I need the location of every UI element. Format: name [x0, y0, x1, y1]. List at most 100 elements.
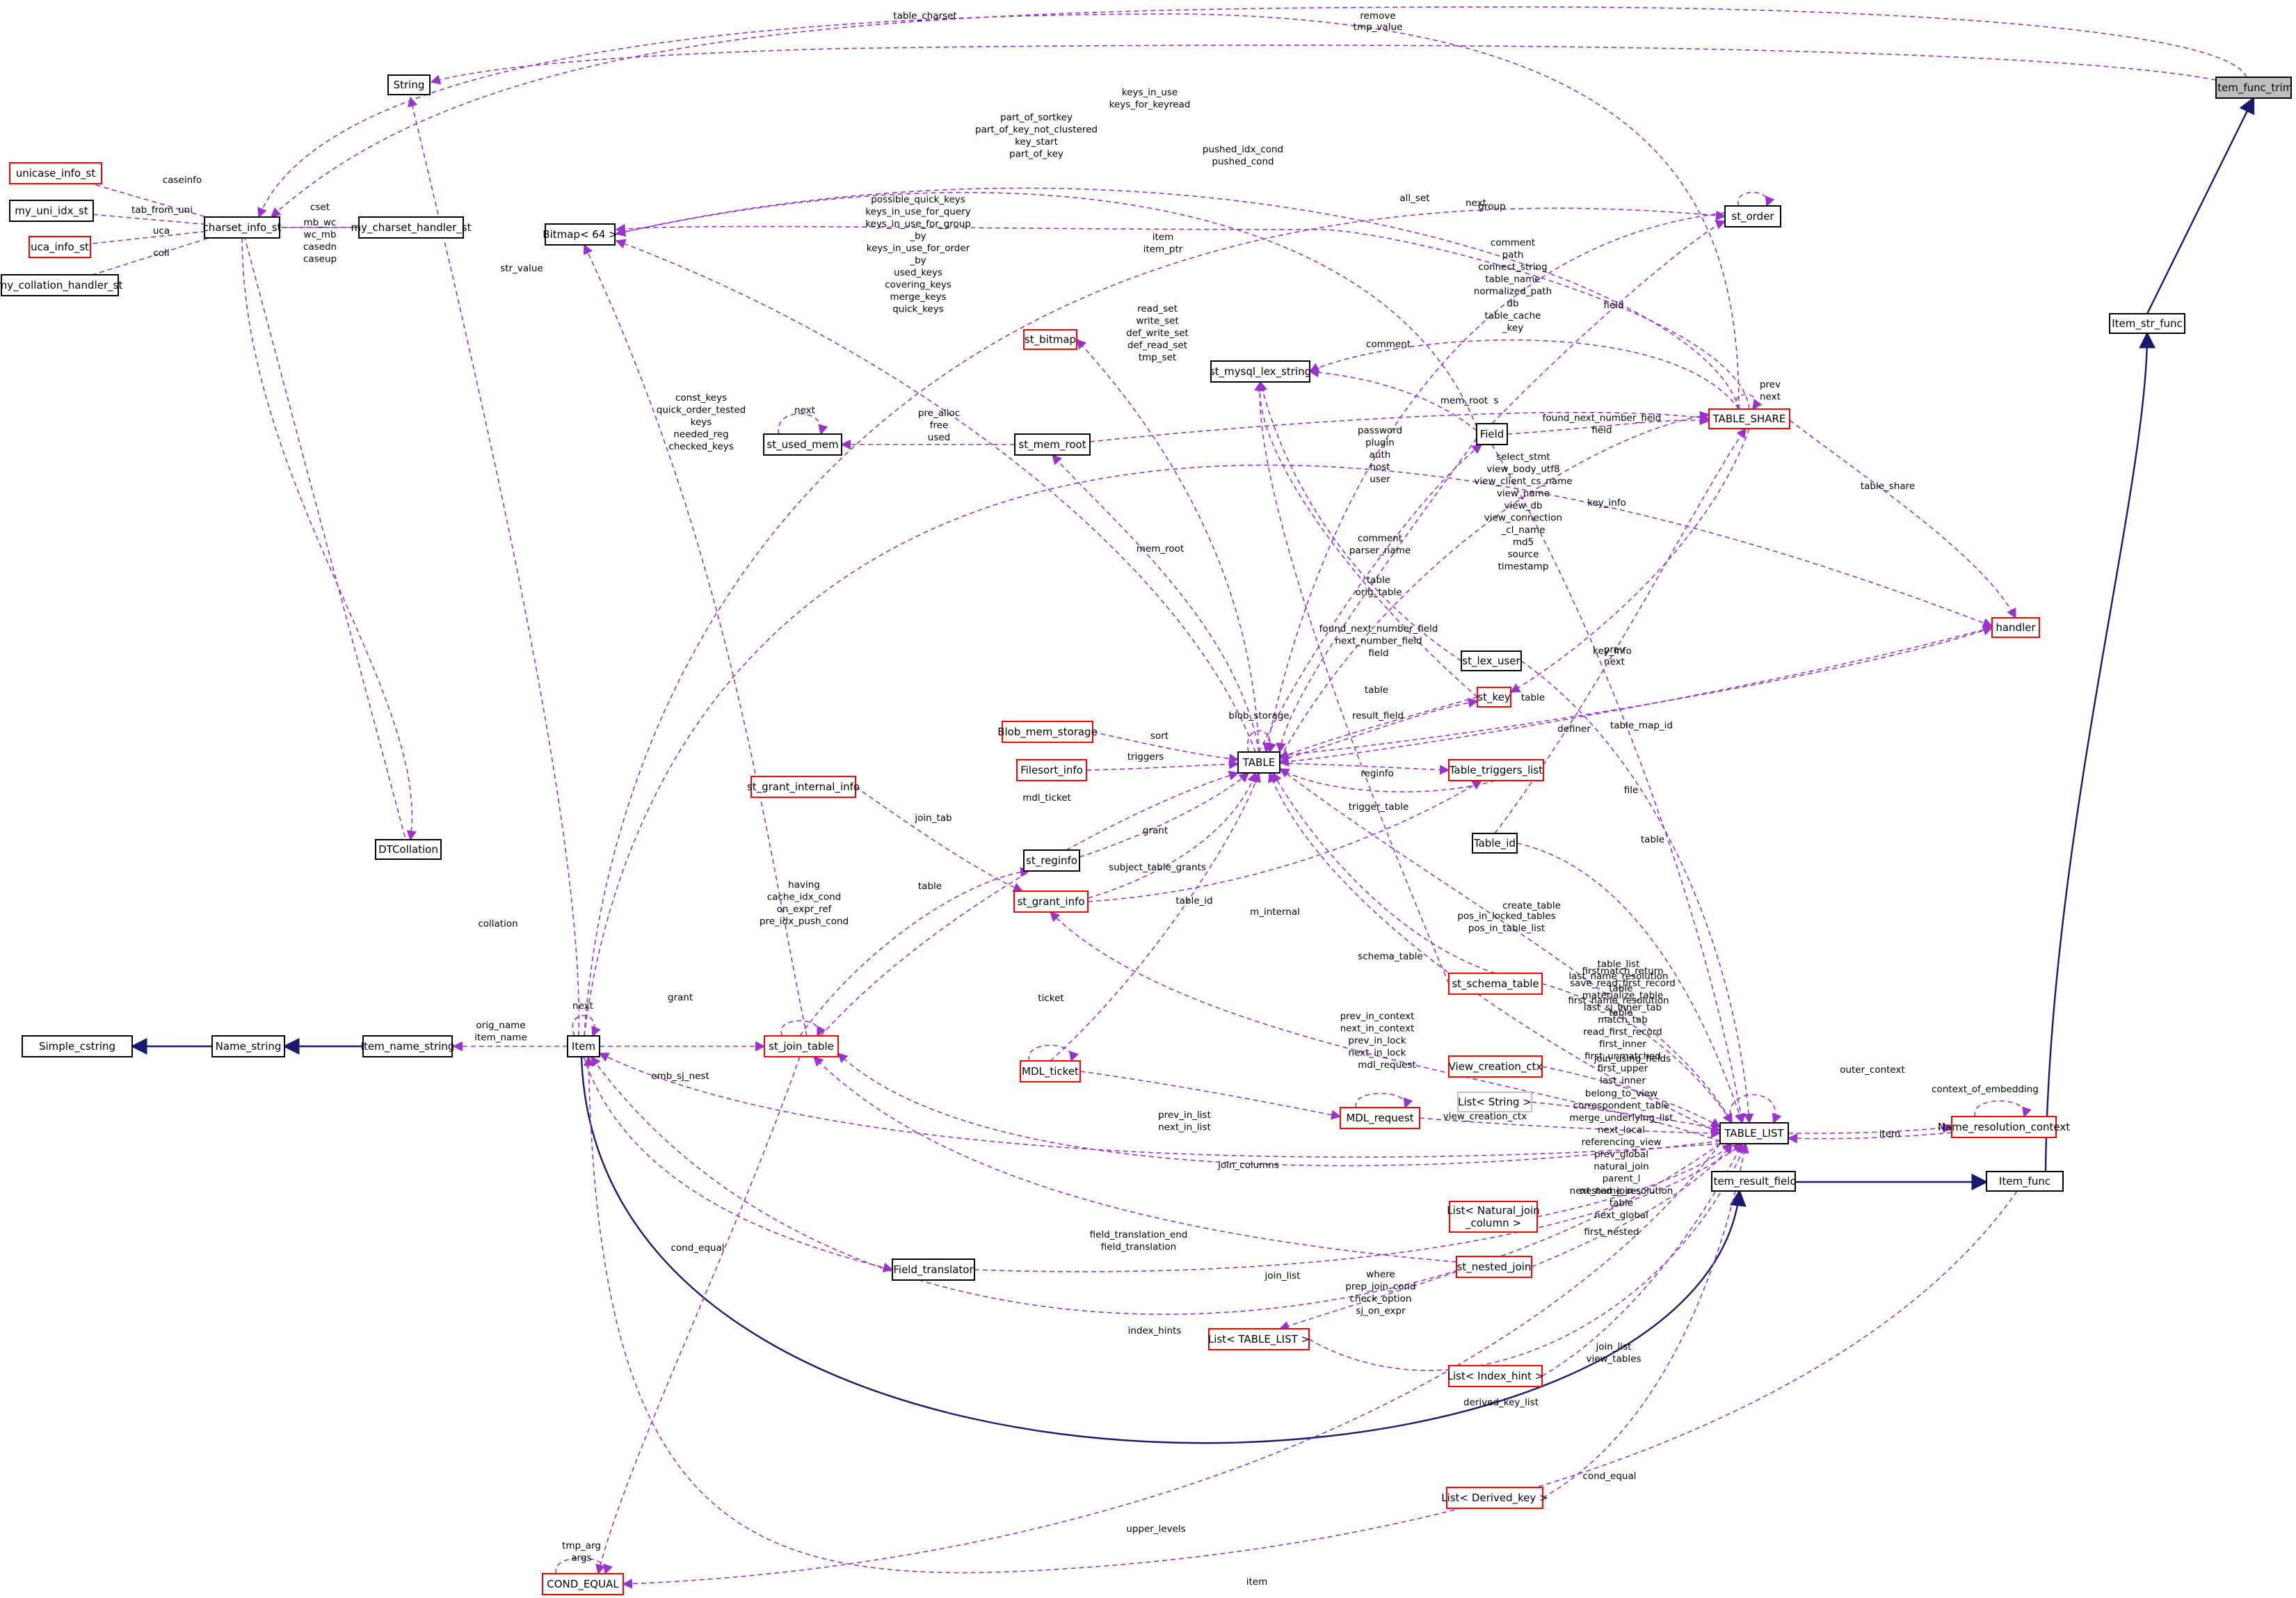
node-st-lex-user[interactable]: st_lex_user: [1461, 650, 1522, 671]
node-box: [1023, 329, 1077, 350]
node-box: [1719, 1122, 1789, 1144]
node-label: Item_str_func: [2112, 317, 2183, 330]
edge-table-to-handler: [1279, 625, 1993, 756]
node-bitmap64[interactable]: Bitmap< 64 >: [543, 223, 618, 246]
node-box: [204, 216, 280, 239]
node-label: List< String >: [1458, 1096, 1532, 1108]
edge-field-to-table_share: [1507, 415, 1710, 435]
node-mdl-ticket[interactable]: MDL_ticket: [1020, 1060, 1081, 1082]
node-box: [1020, 1060, 1081, 1082]
node-item-func[interactable]: Item_func: [1986, 1171, 2064, 1192]
edge-label: join_using_fields: [1593, 1053, 1671, 1064]
node-label: st_order: [1731, 210, 1774, 223]
node-st-mem-root[interactable]: st_mem_root: [1014, 433, 1091, 456]
edge-st_nested_join-to-list_table_list: [1278, 1271, 1457, 1331]
node-box: [1711, 1171, 1796, 1192]
edge-field-to-table: [1276, 438, 1477, 753]
edge-item-to-handler: [584, 464, 1993, 1037]
node-list-table-list[interactable]: List< TABLE_LIST >: [1208, 1328, 1310, 1350]
node-table-share[interactable]: TABLE_SHARE: [1708, 408, 1790, 429]
node-handler[interactable]: handler: [1991, 617, 2040, 638]
edge-label: grant: [668, 992, 693, 1003]
edge-label: str_value: [500, 263, 543, 274]
node-st-mysql-lex-string[interactable]: st_mysql_lex_string: [1210, 360, 1311, 383]
edge-view_creation_ctx-to-table_list: [1541, 1066, 1721, 1128]
node-label: my_uni_idx_st: [15, 205, 88, 218]
node-item-str-func[interactable]: Item_str_func: [2109, 313, 2185, 334]
edge-label: m_internal: [1250, 906, 1300, 918]
node-label: st_mem_root: [1018, 438, 1086, 452]
node-st-used-mem[interactable]: st_used_mem: [763, 433, 842, 456]
node-blob-mem-storage[interactable]: Blob_mem_storage: [997, 721, 1098, 743]
node-label: st_join_table: [769, 1040, 834, 1053]
edge-label: table_id: [1175, 895, 1212, 906]
node-filesort-info[interactable]: Filesort_info: [1016, 759, 1087, 781]
node-st-join-table[interactable]: st_join_table: [764, 1035, 839, 1057]
node-item-name-string[interactable]: Item_name_string: [361, 1035, 455, 1057]
node-string[interactable]: String: [387, 74, 431, 95]
node-table-id[interactable]: Table_id: [1472, 833, 1518, 854]
node-name-string[interactable]: Name_string: [211, 1035, 285, 1057]
node-item-func-trim[interactable]: Item_func_trim: [2215, 77, 2293, 99]
node-cond-equal[interactable]: COND_EQUAL: [542, 1573, 624, 1595]
node-label: MDL_ticket: [1022, 1065, 1079, 1078]
node-box: [764, 1035, 839, 1057]
node-table-list[interactable]: TABLE_LIST: [1719, 1122, 1789, 1144]
node-box: [1002, 721, 1093, 743]
node-item-result-field[interactable]: Item_result_field: [1710, 1171, 1797, 1192]
node-mdl-request[interactable]: MDL_request: [1340, 1107, 1420, 1129]
edge-field-to-st_order: [1491, 220, 1726, 424]
node-table[interactable]: TABLE: [1237, 751, 1281, 774]
node-st-schema-table[interactable]: st_schema_table: [1448, 973, 1543, 995]
node-label: Field: [1480, 428, 1504, 440]
node-simple-cstring[interactable]: Simple_cstring: [22, 1035, 133, 1057]
edge-label: table_charset: [893, 10, 956, 22]
node-list-index-hint[interactable]: List< Index_hint >: [1447, 1365, 1544, 1387]
node-uca-info-st[interactable]: uca_info_st: [29, 236, 91, 258]
edge-table_share-to-handler: [1789, 420, 2016, 619]
edge-label: table_map_id: [1610, 720, 1673, 731]
node-unicase-info-st[interactable]: unicase_info_st: [9, 162, 102, 184]
edge-label: sort: [1150, 730, 1169, 742]
node-label: List< Natural_join_column >: [1447, 1204, 1539, 1230]
node-box: [362, 1035, 453, 1057]
edge-layer: [51, 6, 2255, 1589]
node-field[interactable]: Field: [1476, 423, 1508, 445]
node-st-reginfo[interactable]: st_reginfo: [1023, 849, 1080, 872]
node-box: [567, 1035, 600, 1057]
edge-mdl_request-to-table_list: [1419, 1117, 1721, 1139]
node-field-translator[interactable]: Field_translator: [892, 1259, 975, 1281]
node-charset-info-st[interactable]: charset_info_st: [203, 216, 282, 239]
node-label: Name_resolution_context: [1938, 1121, 2070, 1134]
node-st-key[interactable]: st_key: [1477, 687, 1511, 708]
node-st-grant-internal-info[interactable]: st_grant_internal_info: [747, 776, 860, 798]
node-item[interactable]: Item: [567, 1035, 600, 1057]
edge-table-to-st_key: [1279, 697, 1479, 761]
node-my-collation-handler-st[interactable]: my_collation_handler_st: [0, 274, 122, 296]
node-st-order[interactable]: st_order: [1724, 205, 1781, 227]
node-my-charset-handler-st[interactable]: my_charset_handler_st: [351, 216, 472, 239]
node-list-string[interactable]: List< String >: [1457, 1092, 1532, 1112]
node-st-nested-join[interactable]: st_nested_join: [1456, 1256, 1532, 1278]
node-st-bitmap[interactable]: st_bitmap: [1023, 329, 1077, 350]
node-list-derived-key[interactable]: List< Derived_key >: [1441, 1487, 1548, 1509]
node-table-triggers-list[interactable]: Table_triggers_list: [1448, 759, 1544, 781]
node-my-uni-idx-st[interactable]: my_uni_idx_st: [9, 200, 94, 222]
edge-st_join_table-to-st_nested_join: [812, 1055, 1457, 1263]
node-label: st_schema_table: [1452, 977, 1539, 991]
node-view-creation-ctx[interactable]: View_creation_ctx: [1448, 1055, 1543, 1078]
node-label: Filesort_info: [1020, 764, 1083, 777]
edge-charset_info_st-to-dtcollation: [241, 227, 411, 851]
node-st-grant-info[interactable]: st_grant_info: [1013, 890, 1089, 913]
node-list-natural-join[interactable]: List< Natural_join_column >: [1447, 1201, 1540, 1233]
node-dtcollation[interactable]: DTCollation: [375, 839, 442, 860]
node-label: Simple_cstring: [39, 1040, 115, 1053]
node-name-resolution-context[interactable]: Name_resolution_context: [1938, 1116, 2070, 1138]
